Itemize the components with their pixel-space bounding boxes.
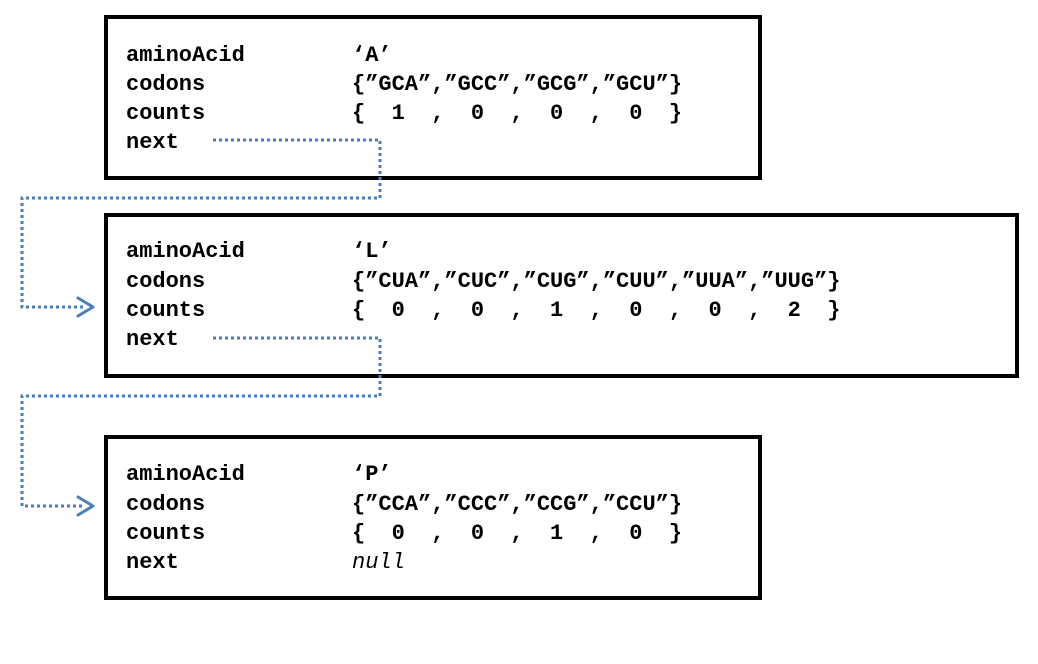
node-l: aminoAcid ‘L’ codons {”CUA”,”CUC”,”CUG”,…: [104, 213, 1019, 378]
field-row-next: next: [126, 128, 179, 157]
field-row-codons: codons {”CUA”,”CUC”,”CUG”,”CUU”,”UUA”,”U…: [126, 267, 840, 296]
next-pointer-link-2: [20, 336, 382, 508]
field-label-codons: codons: [126, 492, 206, 517]
next-null-value: null: [352, 550, 405, 575]
field-label-aminoacid: aminoAcid: [126, 43, 245, 68]
counts-value: { 1 , 0 , 0 , 0 }: [352, 101, 683, 126]
field-label-next: next: [126, 327, 179, 352]
field-row-codons: codons {”CCA”,”CCC”,”CCG”,”CCU”}: [126, 490, 682, 519]
field-row-aminoacid: aminoAcid ‘L’: [126, 237, 392, 266]
pointer-links: [20, 138, 382, 517]
field-row-counts: counts { 1 , 0 , 0 , 0 }: [126, 99, 682, 128]
field-label-aminoacid: aminoAcid: [126, 239, 245, 264]
field-label-aminoacid: aminoAcid: [126, 462, 245, 487]
field-label-counts: counts: [126, 101, 206, 126]
next-pointer-link-1: [20, 138, 382, 309]
aminoacid-value: ‘A’: [352, 43, 392, 68]
codons-value: {”CCA”,”CCC”,”CCG”,”CCU”}: [352, 492, 683, 517]
field-label-counts: counts: [126, 298, 206, 323]
arrowhead-icon: [76, 296, 95, 318]
field-row-aminoacid: aminoAcid ‘P’: [126, 460, 392, 489]
field-row-aminoacid: aminoAcid ‘A’: [126, 41, 392, 70]
counts-value: { 0 , 0 , 1 , 0 , 0 , 2 }: [352, 298, 841, 323]
counts-value: { 0 , 0 , 1 , 0 }: [352, 521, 683, 546]
field-label-next: next: [126, 550, 179, 575]
field-row-next: next null: [126, 548, 405, 577]
arrowhead-icon: [76, 495, 95, 517]
field-label-counts: counts: [126, 521, 206, 546]
codons-value: {”CUA”,”CUC”,”CUG”,”CUU”,”UUA”,”UUG”}: [352, 269, 841, 294]
field-row-next: next: [126, 325, 179, 354]
aminoacid-value: ‘P’: [352, 462, 392, 487]
aminoacid-value: ‘L’: [352, 239, 392, 264]
codons-value: {”GCA”,”GCC”,”GCG”,”GCU”}: [352, 72, 683, 97]
field-row-counts: counts { 0 , 0 , 1 , 0 , 0 , 2 }: [126, 296, 840, 325]
field-row-counts: counts { 0 , 0 , 1 , 0 }: [126, 519, 682, 548]
field-label-codons: codons: [126, 269, 206, 294]
field-label-next: next: [126, 130, 179, 155]
field-label-codons: codons: [126, 72, 206, 97]
field-row-codons: codons {”GCA”,”GCC”,”GCG”,”GCU”}: [126, 70, 682, 99]
node-p: aminoAcid ‘P’ codons {”CCA”,”CCC”,”CCG”,…: [104, 435, 762, 600]
node-a: aminoAcid ‘A’ codons {”GCA”,”GCC”,”GCG”,…: [104, 15, 762, 180]
